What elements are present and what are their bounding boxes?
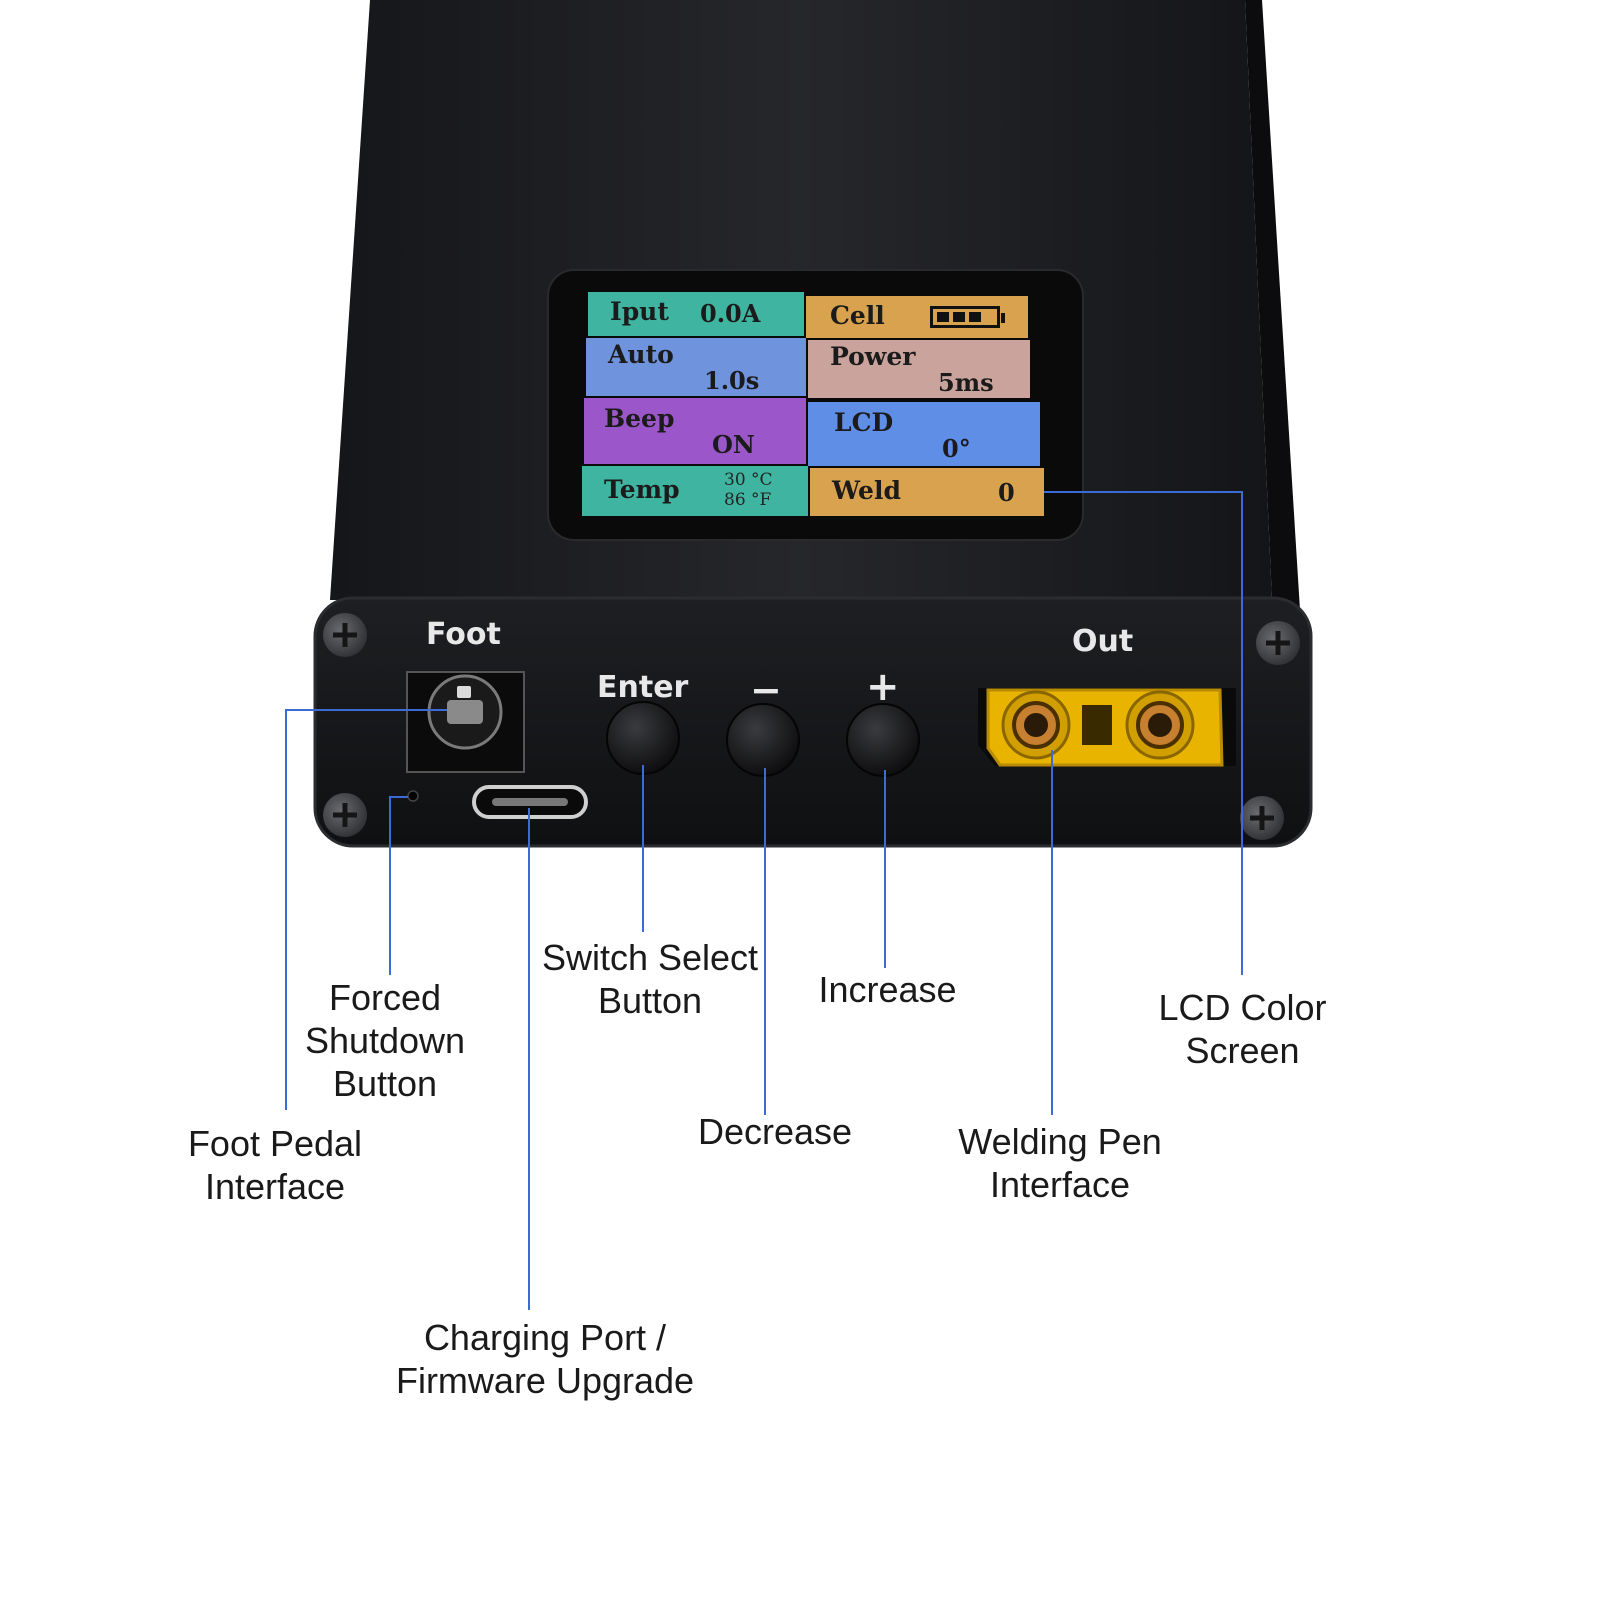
callout-forced-shutdown-button: Forced Shutdown Button [290, 976, 480, 1105]
leader-lcd [1030, 491, 1243, 975]
lcd-value: ON [712, 430, 755, 459]
callout-line: Button [332, 1063, 438, 1104]
callout-line: Welding Pen [958, 1121, 1162, 1162]
lcd-title: Power [830, 342, 916, 371]
lcd-cell-weld: Weld 0 [810, 468, 1044, 516]
lcd-title: Auto [608, 340, 674, 369]
lcd-cell-power: Power 5ms [808, 340, 1030, 398]
lcd-cell-lcd: LCD 0° [808, 402, 1040, 466]
callout-line: Forced [328, 977, 442, 1018]
lcd-value: 0.0A [700, 299, 761, 328]
lcd-title: LCD [834, 408, 894, 437]
callout-line: Screen [1185, 1030, 1300, 1071]
callout-line: Decrease [697, 1111, 853, 1152]
enter-button [606, 701, 680, 775]
callout-line: Interface [989, 1164, 1131, 1205]
callout-decrease: Decrease [690, 1110, 860, 1153]
callout-line: Firmware Upgrade [395, 1360, 695, 1401]
lcd-title: Weld [832, 476, 901, 505]
callout-line: LCD Color [1158, 987, 1327, 1028]
callout-line: Button [597, 980, 703, 1021]
welding-pen-connector [978, 688, 1236, 767]
lcd-cell-iput: Iput 0.0A [588, 292, 804, 336]
lcd-cell-auto: Auto 1.0s [586, 338, 806, 396]
housing-front-face [313, 596, 1313, 848]
lcd-value-celsius: 30 °C [724, 470, 773, 490]
callout-foot-pedal-interface: Foot Pedal Interface [170, 1122, 380, 1208]
lcd-title: Cell [830, 301, 885, 330]
callout-welding-pen-interface: Welding Pen Interface [950, 1120, 1170, 1206]
lcd-title: Beep [604, 404, 675, 433]
callout-switch-select-button: Switch Select Button [540, 936, 760, 1022]
lcd-value-fahrenheit: 86 °F [724, 490, 772, 510]
callout-line: Increase [818, 969, 957, 1010]
increase-button [846, 703, 920, 777]
screw-icon [323, 613, 367, 657]
callout-lcd-color-screen: LCD Color Screen [1150, 986, 1335, 1072]
lcd-value: 1.0s [704, 366, 760, 395]
screw-icon [323, 793, 367, 837]
lcd-value: 0 [998, 478, 1015, 507]
lcd-title: Temp [604, 475, 680, 504]
battery-icon [930, 306, 1005, 328]
leader-lines [285, 491, 1243, 1310]
plus-label: + [866, 664, 900, 710]
callout-charging-port: Charging Port / Firmware Upgrade [390, 1316, 700, 1402]
out-label: Out [1072, 624, 1134, 659]
lcd-value: 0° [942, 434, 971, 463]
foot-label: Foot [426, 617, 501, 652]
lcd-cell-temp: Temp 30 °C 86 °F [582, 466, 808, 516]
decrease-button [726, 703, 800, 777]
screw-icon [1256, 621, 1300, 665]
callout-line: Shutdown [304, 1020, 466, 1061]
callout-line: Foot Pedal [187, 1123, 363, 1164]
screw-icon [1240, 796, 1284, 840]
callout-increase: Increase [810, 968, 965, 1011]
lcd-cell-beep: Beep ON [584, 398, 806, 464]
enter-label: Enter [597, 670, 689, 705]
lcd-value: 5ms [938, 368, 994, 397]
leader-forced [389, 796, 408, 975]
leader-foot [285, 709, 447, 1110]
lcd-title: Iput [610, 297, 669, 326]
minus-label: − [750, 668, 782, 712]
callout-line: Interface [204, 1166, 346, 1207]
lcd-cell-cell: Cell [806, 296, 1028, 338]
callout-line: Switch Select [541, 937, 759, 978]
forced-shutdown-button [407, 790, 419, 802]
callout-line: Charging Port / [423, 1317, 667, 1358]
